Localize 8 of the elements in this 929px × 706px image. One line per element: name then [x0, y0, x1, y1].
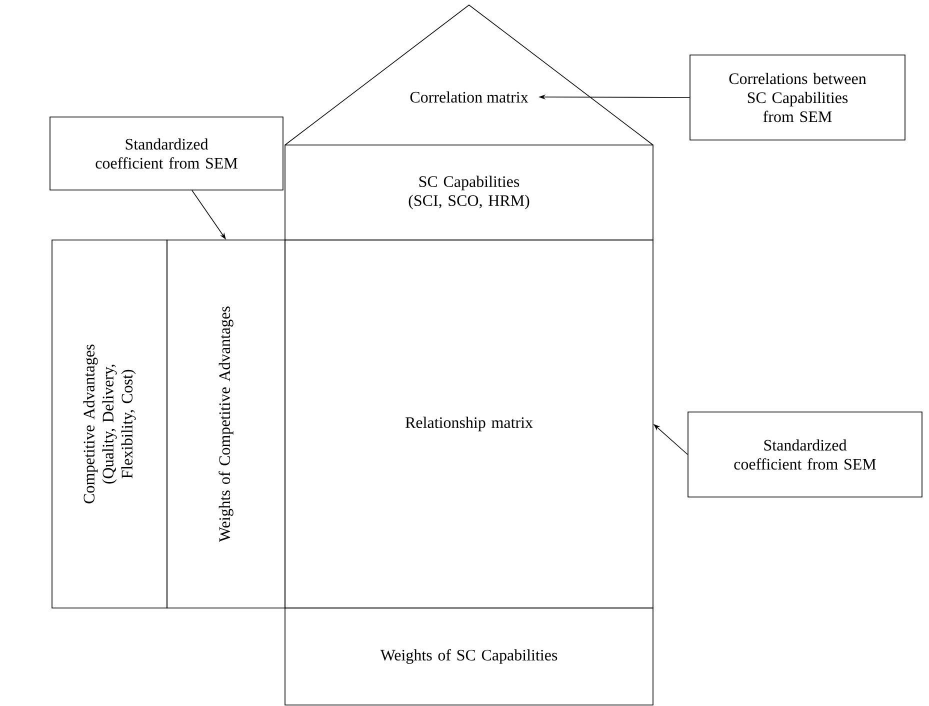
matrix-box: Weights of SC Capabilities — [284, 608, 654, 706]
matrix-box: Weights of Competitive Advantages — [166, 240, 286, 608]
matrix-box: SC Capabilities (SCI, SCO, HRM) — [284, 144, 654, 240]
matrix-box: Relationship matrix — [284, 240, 654, 608]
note-box: Standardized coefficient from SEM — [50, 116, 284, 190]
note-box: Standardized coefficient from SEM — [688, 412, 922, 498]
matrix-box: Competitive Advantages (Quality, Delivery, Flexibility, Cost) — [52, 240, 168, 608]
note-box: Correlations between SC Capabilities from SEM — [690, 54, 906, 140]
